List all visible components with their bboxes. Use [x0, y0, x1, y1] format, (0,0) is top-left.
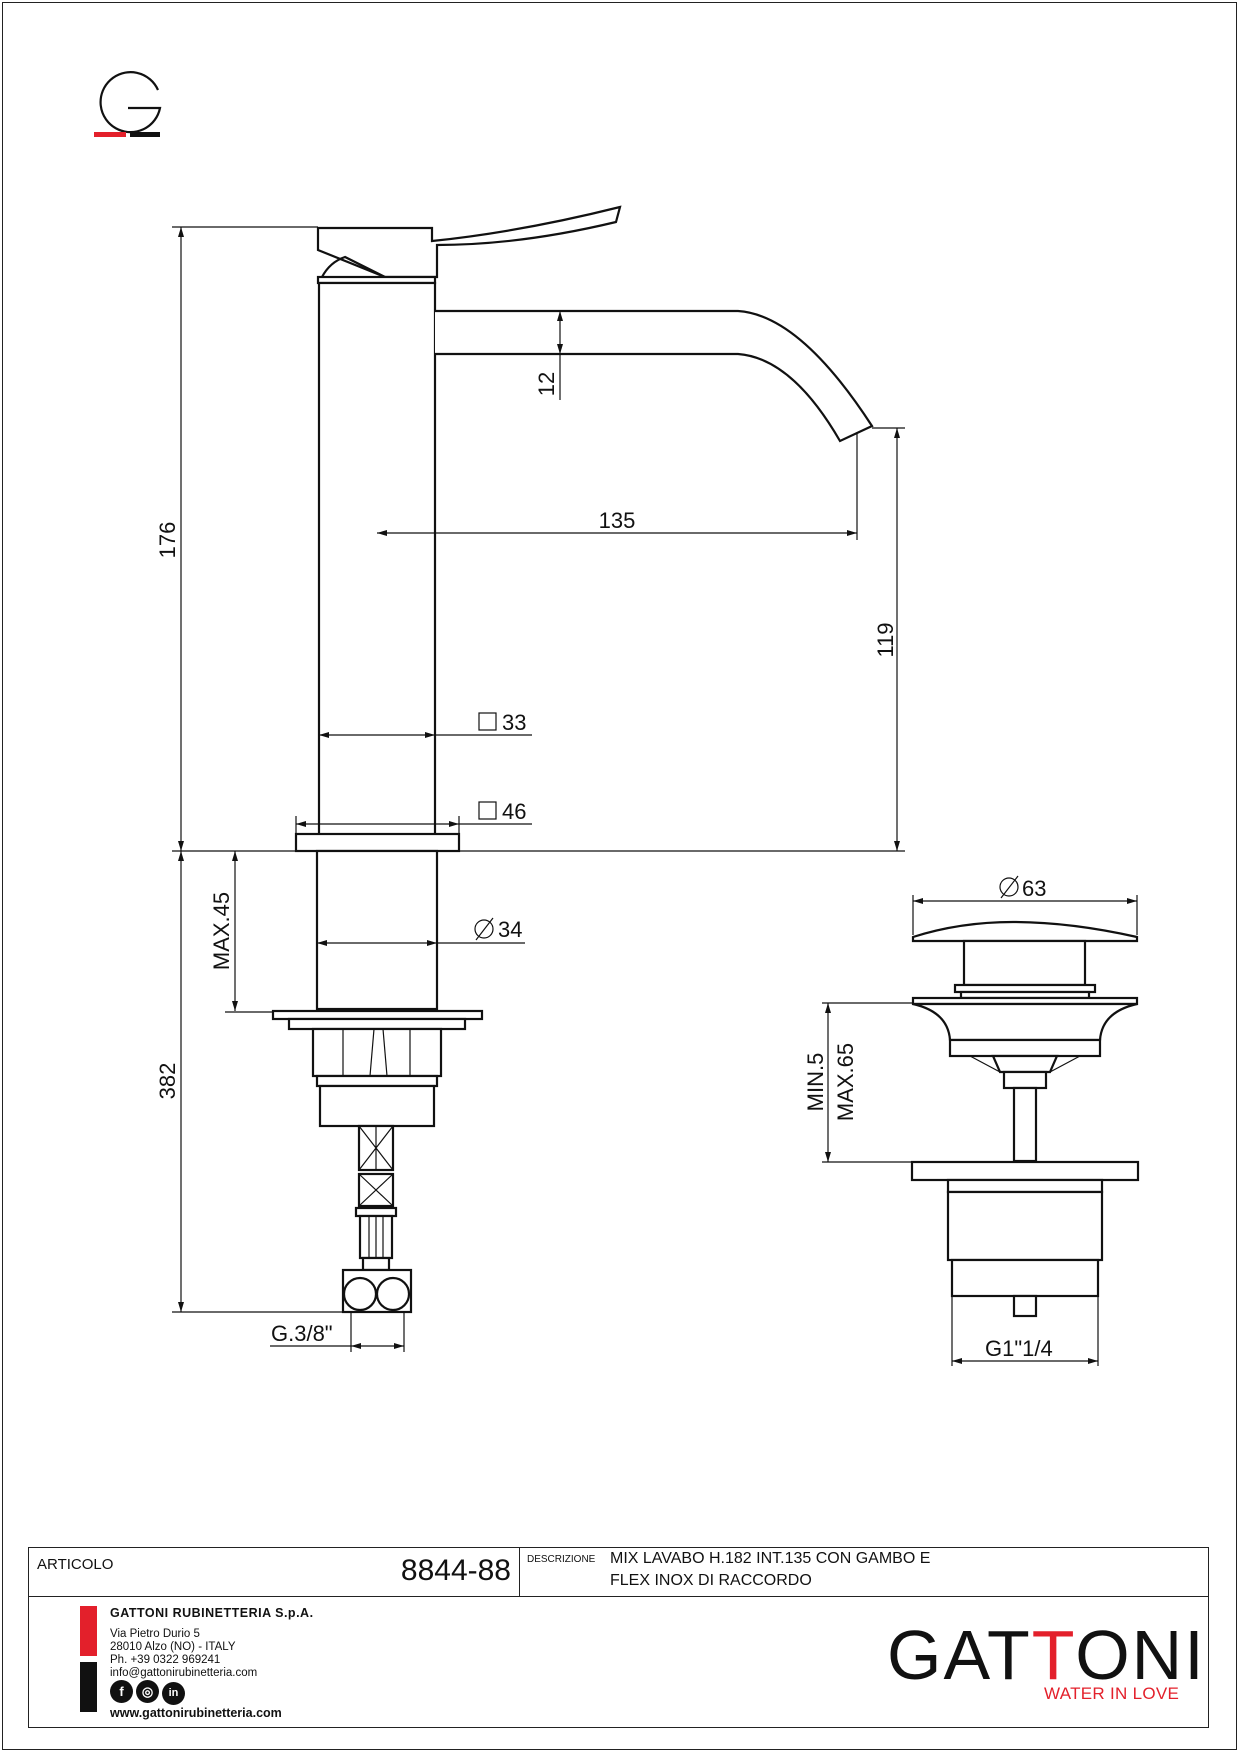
dim-shank-diameter: 34 [498, 917, 522, 942]
dim-spout-height: 119 [873, 622, 898, 657]
social-links: f◎in [110, 1680, 188, 1705]
article-label: ARTICOLO [37, 1556, 114, 1573]
company-name: GATTONI RUBINETTERIA S.p.A. [110, 1606, 314, 1620]
brand-text-accent: T [1031, 1616, 1076, 1694]
gattoni-logo: GATTONI [887, 1620, 1206, 1690]
dimension-lines [172, 226, 1138, 1366]
technical-drawing: 176 382 MAX.45 12 135 119 33 46 34 G.3/8… [94, 71, 1140, 1366]
accent-bar-black [80, 1662, 97, 1712]
brand-tagline: WATER IN LOVE [1044, 1684, 1180, 1703]
company-address-line-2: 28010 Alzo (NO) - ITALY [110, 1641, 236, 1653]
description-line-1: MIX LAVABO H.182 INT.135 CON GAMBO E [610, 1550, 931, 1567]
company-email[interactable]: info@gattonirubinetteria.com [110, 1667, 258, 1679]
description-line-2: FLEX INOX DI RACCORDO [610, 1572, 812, 1589]
company-website[interactable]: www.gattonirubinetteria.com [110, 1706, 282, 1720]
dim-waste-max: MAX.65 [833, 1043, 858, 1121]
instagram-icon[interactable]: ◎ [136, 1680, 159, 1703]
description-label: DESCRIZIONE [527, 1554, 596, 1565]
linkedin-icon[interactable]: in [162, 1682, 185, 1705]
g-logo-icon [94, 71, 162, 137]
dim-spout-thickness: 12 [534, 372, 559, 396]
square-symbol-icon [478, 801, 497, 820]
accent-bar-red [80, 1606, 97, 1656]
dim-hose-thread: G.3/8" [271, 1321, 333, 1346]
dim-total-height: 176 [155, 522, 180, 559]
diameter-symbol-icon [999, 875, 1019, 899]
title-block: ARTICOLO 8844-88 DESCRIZIONE MIX LAVABO … [28, 1547, 1209, 1728]
faucet-drawing [271, 205, 874, 1314]
company-address-line-1: Via Pietro Durio 5 [110, 1628, 200, 1640]
brand-text-pre: GAT [887, 1616, 1032, 1694]
dim-waste-diameter: 63 [1022, 876, 1046, 901]
facebook-icon[interactable]: f [110, 1680, 133, 1703]
diameter-symbol-icon [474, 917, 494, 941]
dim-overall-length: 382 [155, 1063, 180, 1100]
dim-base-square: 46 [502, 799, 526, 824]
square-symbol-icon [478, 712, 497, 731]
title-block-header-row: ARTICOLO 8844-88 DESCRIZIONE MIX LAVABO … [29, 1548, 1208, 1597]
waste-drawing [910, 920, 1140, 1318]
company-phone: Ph. +39 0322 969241 [110, 1654, 221, 1666]
brand-text-post: ONI [1075, 1616, 1206, 1694]
article-code: 8844-88 [400, 1554, 511, 1587]
dim-body-square: 33 [502, 710, 526, 735]
dim-waste-min: MIN.5 [803, 1053, 828, 1112]
dim-max-thickness: MAX.45 [209, 892, 234, 970]
dim-waste-thread: G1"1/4 [985, 1336, 1053, 1361]
dim-spout-reach: 135 [599, 508, 636, 533]
article-cell: ARTICOLO 8844-88 [29, 1548, 520, 1596]
